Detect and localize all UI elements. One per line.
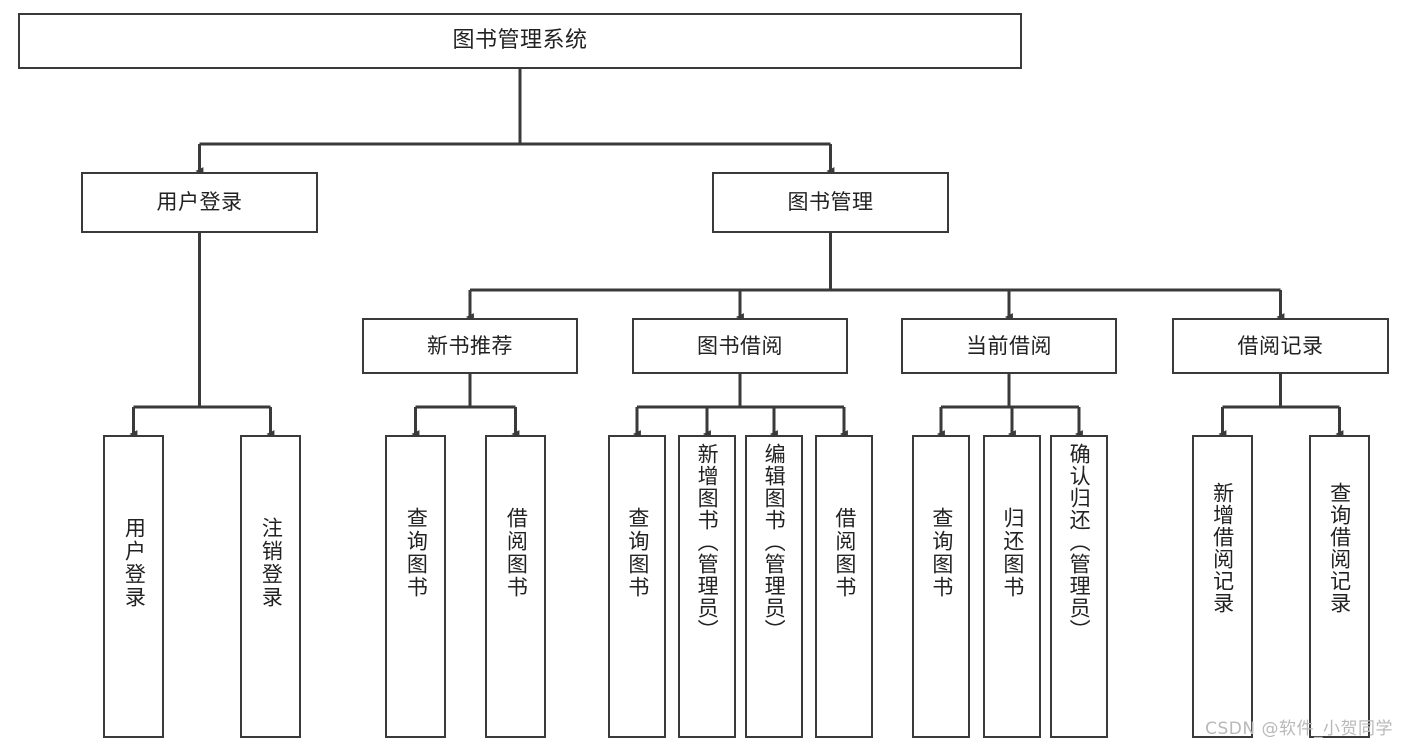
- node-leaf-borrow-book: 借阅图书: [815, 435, 873, 738]
- node-label: 新增借阅记录: [1210, 482, 1235, 614]
- node-label: 查询图书: [404, 507, 429, 599]
- node-leaf-edit-book: 编辑图书（管理员）: [745, 435, 803, 738]
- node-label: 编辑图书（管理员）: [762, 443, 787, 641]
- node-label: 用户登录: [122, 517, 147, 609]
- node-label: 借阅记录: [1237, 333, 1324, 358]
- node-label: 用户登录: [156, 190, 243, 215]
- node-label: 查询图书: [929, 507, 954, 599]
- node-leaf-return-book: 归还图书: [983, 435, 1041, 738]
- node-label: 注销登录: [259, 517, 284, 609]
- node-leaf-query-book-current: 查询图书: [912, 435, 970, 738]
- node-leaf-query-book-borrow: 查询图书: [608, 435, 666, 738]
- node-new-book-recommend: 新书推荐: [362, 318, 578, 374]
- node-leaf-add-borrow-record: 新增借阅记录: [1192, 435, 1253, 738]
- node-root-root: 图书管理系统: [18, 13, 1022, 69]
- node-label: 借阅图书: [504, 507, 529, 599]
- node-user-login: 用户登录: [81, 172, 318, 233]
- node-label: 图书管理: [787, 190, 874, 215]
- node-leaf-confirm-return: 确认归还（管理员）: [1050, 435, 1108, 738]
- node-leaf-query-borrow-record: 查询借阅记录: [1309, 435, 1370, 738]
- node-label: 查询图书: [625, 507, 650, 599]
- node-leaf-borrow-book-recommend: 借阅图书: [485, 435, 546, 738]
- node-label: 借阅图书: [832, 507, 857, 599]
- node-book-management: 图书管理: [712, 172, 949, 233]
- node-leaf-user-login: 用户登录: [103, 435, 164, 738]
- node-label: 当前借阅: [966, 333, 1052, 358]
- node-book-borrow: 图书借阅: [632, 318, 848, 374]
- node-label: 归还图书: [1000, 507, 1025, 599]
- node-label: 新书推荐: [427, 333, 513, 358]
- node-leaf-query-book-recommend: 查询图书: [385, 435, 446, 738]
- node-label: 确认归还（管理员）: [1067, 443, 1092, 641]
- node-label: 查询借阅记录: [1327, 482, 1352, 614]
- node-leaf-logout: 注销登录: [240, 435, 301, 738]
- node-label: 图书管理系统: [452, 28, 588, 54]
- node-label: 新增图书（管理员）: [695, 443, 720, 641]
- node-current-borrow: 当前借阅: [901, 318, 1117, 374]
- node-borrow-records: 借阅记录: [1172, 318, 1389, 374]
- node-label: 图书借阅: [697, 333, 783, 358]
- node-leaf-add-book: 新增图书（管理员）: [678, 435, 736, 738]
